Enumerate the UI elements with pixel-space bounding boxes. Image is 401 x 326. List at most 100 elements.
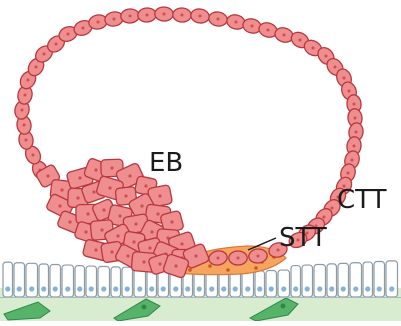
embryoblast-cluster	[35, 158, 210, 279]
embryoblast-nucleus	[132, 240, 135, 243]
epithelial-nucleus	[137, 286, 142, 291]
epithelial-cell	[242, 271, 254, 297]
epithelial-cell	[291, 266, 301, 297]
trophoblast-nucleus	[23, 124, 26, 127]
trophoblast-nucleus	[343, 77, 346, 80]
eb-label: EB	[149, 148, 183, 178]
trophoblast-nucleus	[82, 27, 85, 30]
epithelial-nucleus	[17, 286, 22, 291]
trophoblast-nucleus	[43, 53, 46, 56]
epithelial-nucleus	[269, 286, 274, 291]
epithelial-cell	[278, 270, 290, 297]
epithelial-nucleus	[209, 286, 214, 291]
epithelial-nucleus	[365, 286, 370, 291]
epithelial-nucleus	[305, 286, 310, 291]
trophoblast-nucleus	[21, 109, 24, 112]
epithelial-cell	[86, 266, 97, 297]
epithelial-cell	[350, 263, 362, 297]
epithelial-cell	[98, 266, 110, 297]
epithelial-nucleus	[125, 286, 130, 291]
trophoblast-nucleus	[353, 103, 356, 106]
epithelial-nucleus	[113, 286, 118, 291]
epithelial-cell	[302, 265, 313, 297]
embryoblast-nucleus	[156, 212, 159, 215]
epithelial-nucleus	[101, 286, 106, 291]
stt-nucleus	[188, 268, 192, 272]
epithelial-cell	[363, 262, 373, 297]
trophoblast-nucleus	[35, 66, 38, 69]
trophoblast-nucleus	[323, 216, 326, 219]
trophoblast-nucleus	[181, 14, 184, 17]
epithelial-nucleus	[281, 286, 286, 291]
epithelial-nucleus	[389, 286, 394, 291]
embryoblast-nucleus	[140, 204, 143, 207]
epithelial-cell	[255, 271, 265, 297]
epithelial-cell	[39, 264, 49, 297]
epithelial-nucleus	[293, 286, 298, 291]
trophoblast-nucleus	[113, 18, 116, 21]
trophoblast-nucleus	[199, 15, 202, 18]
embryoblast-nucleus	[60, 188, 63, 191]
trophoblast-nucleus	[67, 33, 70, 36]
embryoblast-nucleus	[92, 190, 95, 193]
embryoblast-nucleus	[148, 246, 151, 249]
embryoblast-nucleus	[94, 248, 97, 251]
epithelial-nucleus	[341, 286, 346, 291]
embryoblast-nucleus	[68, 220, 71, 223]
epithelial-nucleus	[377, 286, 382, 291]
embryoblast-nucleus	[108, 186, 111, 189]
embryoblast-nucleus	[158, 262, 161, 265]
embryoblast-nucleus	[150, 230, 153, 233]
embryoblast-nucleus	[76, 196, 79, 199]
trophoblast-nucleus	[355, 131, 358, 134]
embryoblast-nucleus	[84, 230, 87, 233]
epithelial-nucleus	[53, 286, 58, 291]
trophoblast-nucleus	[351, 159, 354, 162]
embryoblast-nucleus	[110, 250, 113, 253]
trophoblast-nucleus	[257, 255, 260, 258]
trophoblast-nucleus	[237, 257, 240, 260]
trophoblast-nucleus	[267, 29, 270, 32]
trophoblast-nucleus	[331, 207, 334, 210]
epithelial-nucleus	[149, 286, 154, 291]
epithelial-cell	[314, 265, 326, 297]
embryoblast-nucleus	[118, 214, 121, 217]
epithelial-cell	[3, 262, 13, 297]
trophoblast-nucleus	[354, 117, 357, 120]
epithelial-nucleus	[353, 286, 358, 291]
epithelial-nucleus	[245, 286, 250, 291]
epithelial-cell	[62, 265, 74, 297]
embryoblast-nucleus	[100, 228, 103, 231]
epithelial-cell	[75, 266, 85, 297]
epithelial-nucleus	[5, 286, 10, 291]
epithelial-cell	[194, 272, 205, 297]
trophoblast-nucleus	[347, 172, 350, 175]
embryoblast-nucleus	[78, 176, 81, 179]
stt-nucleus	[226, 268, 230, 272]
trophoblast-nucleus	[348, 90, 351, 93]
embryoblast-nucleus	[124, 194, 127, 197]
embryoblast-nucleus	[86, 212, 89, 215]
embryoblast-nucleus	[180, 242, 183, 245]
epithelial-nucleus	[317, 286, 322, 291]
epithelial-cell	[14, 263, 25, 297]
embryoblast-nucleus	[134, 222, 137, 225]
embryoblast-nucleus	[158, 194, 161, 197]
trophoblast-nucleus	[27, 79, 30, 82]
trophoblast-nucleus	[55, 43, 58, 46]
epithelial-cell	[327, 264, 337, 297]
embryoblast-nucleus	[144, 184, 147, 187]
trophoblast-nucleus	[334, 66, 337, 69]
epithelial-nucleus	[161, 286, 166, 291]
embryoblast-nucleus	[46, 174, 49, 177]
epithelial-nucleus	[221, 286, 226, 291]
trophoblast-nucleus	[283, 34, 286, 37]
trophoblast-nucleus	[299, 39, 302, 42]
epithelial-cell	[219, 272, 229, 297]
trophoblast-nucleus	[146, 14, 149, 17]
embryoblast-nucleus	[174, 264, 177, 267]
epithelial-nucleus	[65, 286, 70, 291]
epithelial-cell	[230, 271, 241, 297]
